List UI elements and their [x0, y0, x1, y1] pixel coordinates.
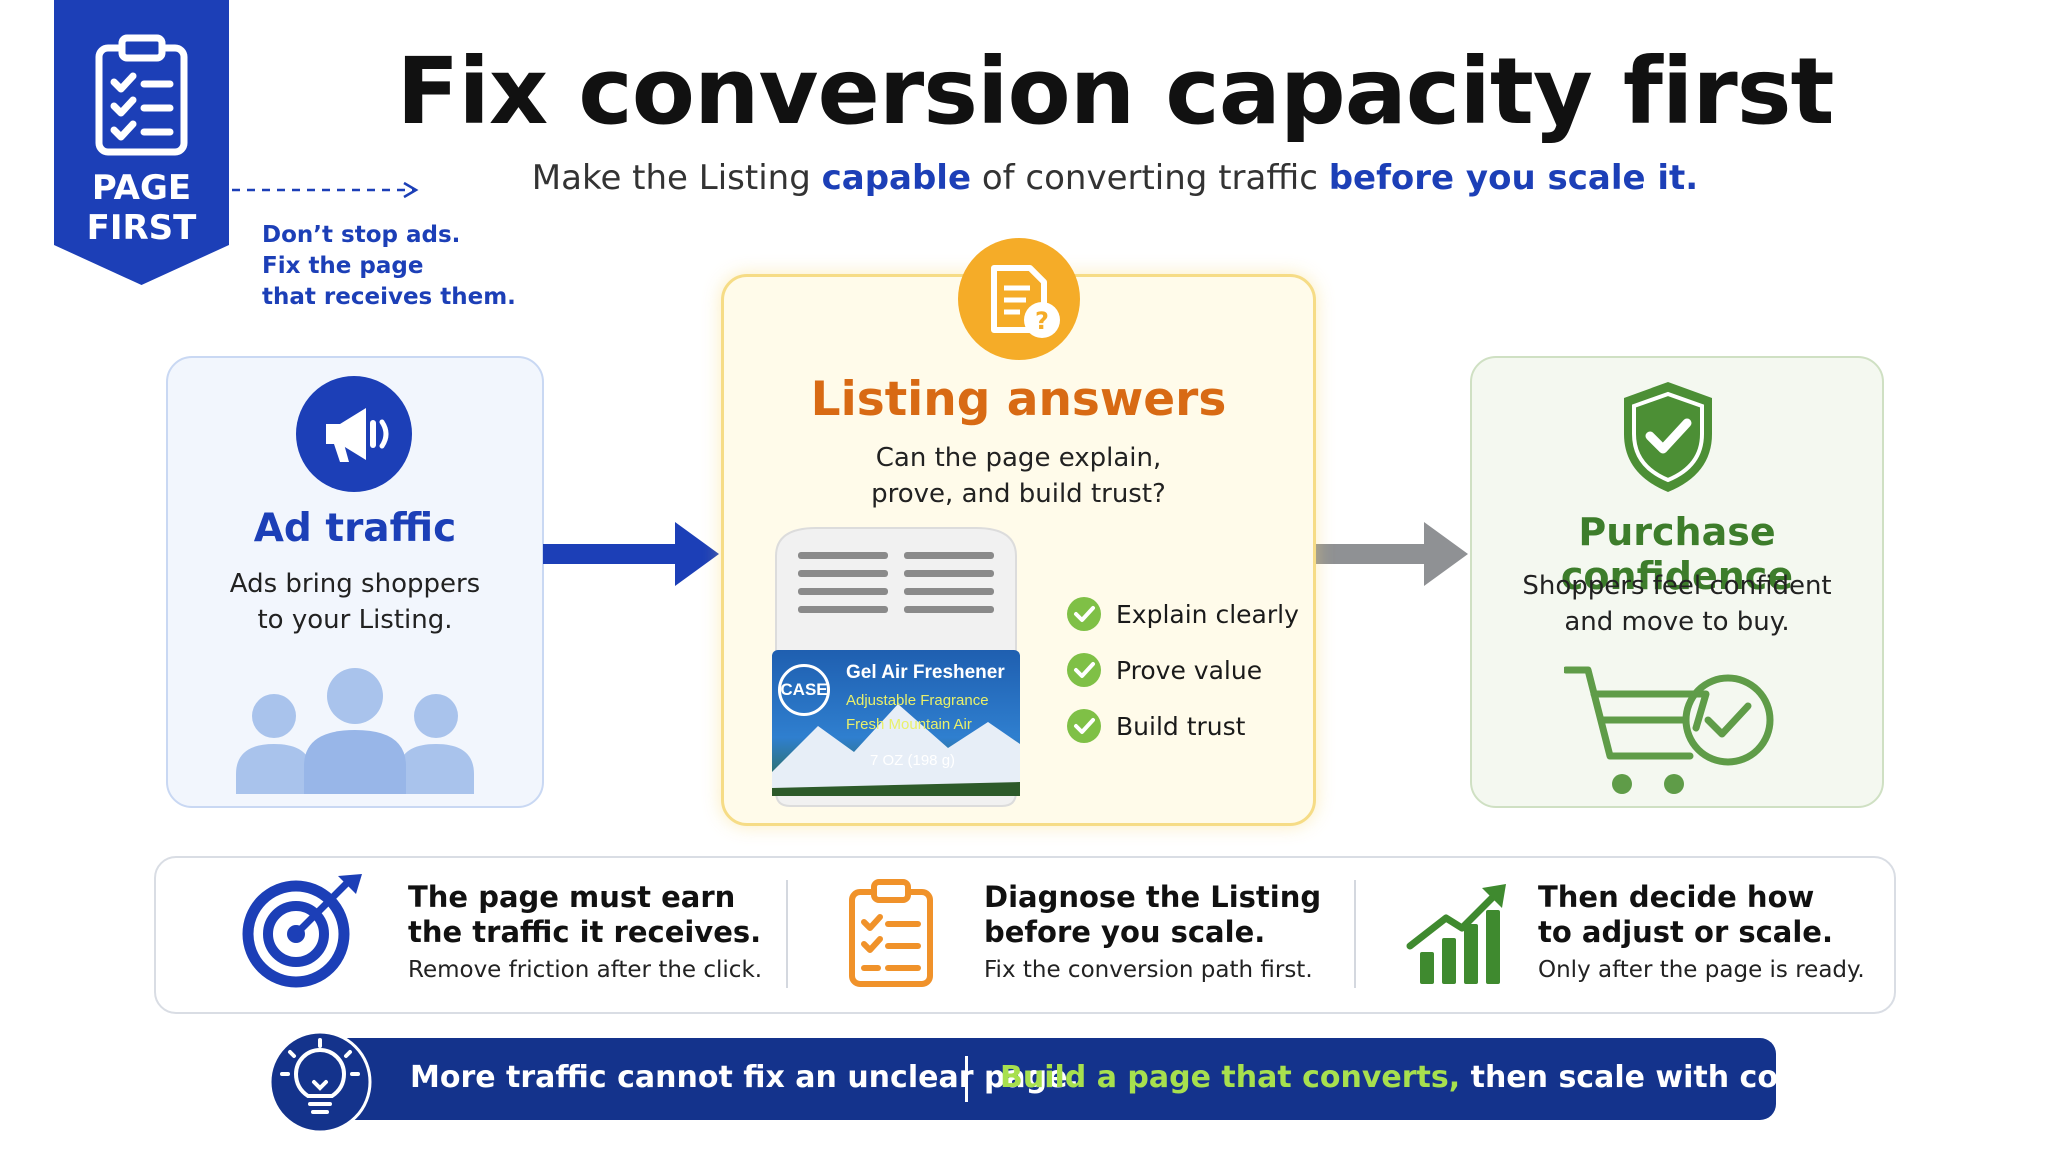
- megaphone-icon: [296, 376, 412, 492]
- page-title: Fix conversion capacity first: [396, 38, 1834, 145]
- arrow-right-gray-icon: [1316, 522, 1468, 586]
- clipboard-list-icon: [849, 879, 933, 987]
- banner-divider: [965, 1056, 968, 1102]
- check-circle-icon: [1067, 597, 1101, 631]
- subtitle-em2: before you scale it.: [1328, 158, 1699, 198]
- listing-answers-title: Listing answers: [810, 372, 1227, 427]
- product-name: Gel Air Freshener: [846, 662, 1005, 683]
- ad-traffic-title: Ad traffic: [253, 506, 457, 551]
- steps-panel: [154, 856, 1896, 1014]
- step1-subtitle: Remove friction after the click.: [408, 957, 763, 983]
- step-divider: [786, 880, 788, 988]
- bottom-banner: [316, 1038, 1776, 1120]
- ribbon-note: Don’t stop ads. Fix the page that receiv…: [262, 220, 516, 313]
- subtitle-part1: Make the Listing: [531, 158, 822, 198]
- check-item-prove: Prove value: [1066, 650, 1262, 690]
- people-group-icon: [236, 668, 474, 794]
- shield-check-icon: [1624, 382, 1712, 492]
- banner-right-text: Build a page that converts, then scale w…: [1000, 1060, 1934, 1095]
- note-line2: Fix the page: [262, 253, 424, 279]
- page-first-ribbon: [54, 0, 229, 285]
- product-subtitle-1: Adjustable Fragrance: [846, 692, 989, 709]
- cart-check-icon: [1564, 666, 1774, 794]
- ribbon-line1: PAGE: [91, 168, 192, 208]
- step1-title-line2: the traffic it receives.: [408, 915, 762, 949]
- check-item-label: Build trust: [1116, 711, 1246, 741]
- step3-subtitle: Only after the page is ready.: [1538, 957, 1865, 983]
- ad-traffic-text-line2: to your Listing.: [257, 605, 453, 635]
- ribbon-label: PAGE FIRST: [54, 168, 229, 248]
- dashed-arrow-icon: [232, 181, 419, 199]
- purchase-confidence-title: Purchase confidence: [1560, 510, 1794, 598]
- banner-right-white: then scale with confidence.: [1460, 1060, 1935, 1095]
- arrow-right-blue-icon: [543, 522, 719, 586]
- step-divider: [1354, 880, 1356, 988]
- note-line3: that receives them.: [262, 284, 516, 310]
- subtitle-part2: of converting traffic: [971, 158, 1329, 198]
- product-subtitle-2: Fresh Mountain Air: [846, 716, 972, 733]
- lightbulb-icon: [268, 1030, 372, 1134]
- step1-title-line1: The page must earn: [408, 880, 736, 914]
- step2-title-line1: Diagnose the Listing: [984, 880, 1322, 914]
- ribbon-line2: FIRST: [86, 208, 197, 248]
- banner-right-green: Build a page that converts,: [1000, 1060, 1461, 1095]
- document-question-icon: ?: [958, 238, 1080, 360]
- purchase-confidence-card: [1470, 356, 1884, 808]
- check-item-label: Prove value: [1116, 655, 1263, 685]
- check-circle-icon: [1067, 709, 1101, 743]
- bar-chart-growth-icon: [1406, 884, 1506, 984]
- check-item-trust: Build trust: [1066, 706, 1245, 746]
- purchase-confidence-text-line2: and move to buy.: [1564, 607, 1790, 637]
- product-size: 7 OZ (198 g): [870, 752, 956, 769]
- step2-title-line2: before you scale.: [984, 915, 1266, 949]
- check-item-label: Explain clearly: [1116, 599, 1299, 629]
- subtitle-em1: capable: [821, 158, 972, 198]
- check-circle-icon: [1067, 653, 1101, 687]
- step2-subtitle: Fix the conversion path first.: [984, 957, 1313, 983]
- target-arrow-icon: [242, 874, 362, 988]
- banner-left-text: More traffic cannot fix an unclear page.: [410, 1060, 1079, 1095]
- step3-title-line2: to adjust or scale.: [1538, 915, 1833, 949]
- purchase-confidence-text-line1: Shoppers feel confident: [1522, 571, 1832, 601]
- air-freshener-product-image: [772, 527, 1020, 807]
- check-item-explain: Explain clearly: [1066, 594, 1299, 634]
- svg-text:?: ?: [1035, 307, 1049, 335]
- step3-title-line1: Then decide how: [1538, 880, 1815, 914]
- ad-traffic-text-line1: Ads bring shoppers: [229, 569, 481, 599]
- page-subtitle: Make the Listing capable of converting t…: [0, 158, 2048, 198]
- listing-answers-text-line1: Can the page explain,: [875, 443, 1162, 473]
- note-line1: Don’t stop ads.: [262, 222, 461, 248]
- product-brand-badge: CASE: [778, 664, 830, 716]
- clipboard-checklist-icon: [95, 34, 188, 156]
- listing-answers-text-line2: prove, and build trust?: [871, 479, 1166, 509]
